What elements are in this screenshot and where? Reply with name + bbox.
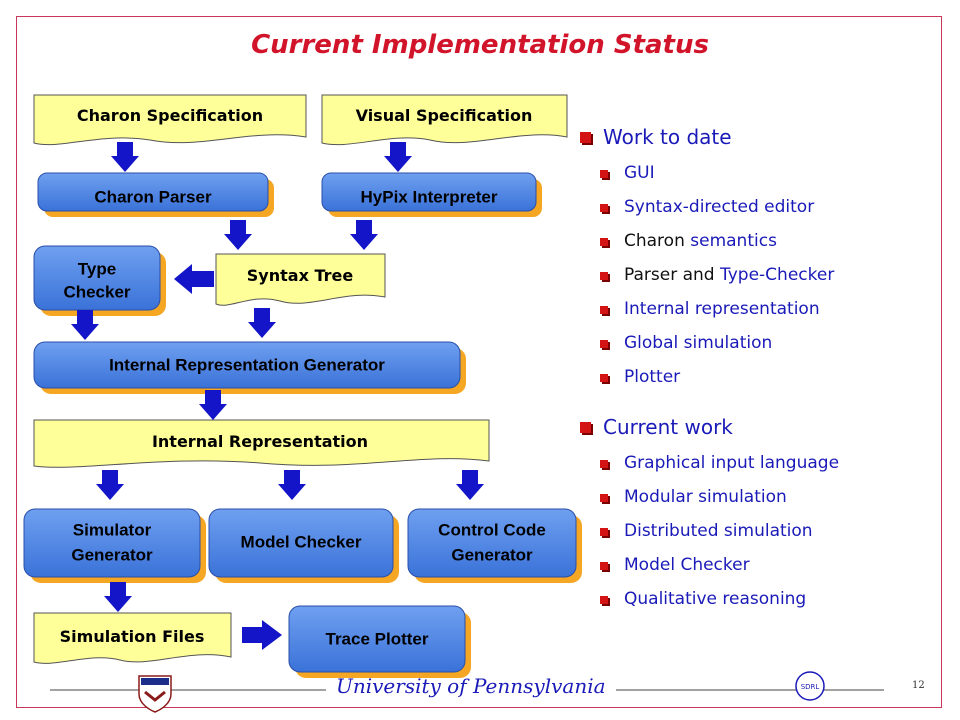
arrow-irgen-to-ir — [199, 390, 227, 420]
bullet-icon — [600, 596, 608, 604]
hypix-box: HyPix Interpreter — [321, 172, 542, 217]
list-item-text: Syntax-directed editor — [624, 197, 815, 217]
ccg-line2: Generator — [451, 545, 533, 564]
arrow-hypix-to-syntaxtree — [350, 220, 378, 250]
arrow-charonspec-to-parser — [111, 142, 139, 172]
arrow-visualspec-to-hypix — [384, 142, 412, 172]
charon-word: Charon — [624, 231, 685, 251]
list-item-plotter: Plotter — [580, 360, 950, 394]
arrow-ir-to-modelchecker — [278, 470, 306, 500]
bullet-icon — [600, 204, 608, 212]
control-code-generator-box: Control Code Generator — [407, 508, 582, 583]
charon-parser-box: Charon Parser — [37, 172, 274, 217]
work-to-date-label: Work to date — [603, 125, 732, 149]
arrow-simgen-to-simfiles — [104, 582, 132, 612]
sim-gen-line1: Simulator — [73, 520, 152, 539]
type-checker-box: Type Checker — [33, 245, 166, 316]
semantics-word: semantics — [684, 231, 777, 251]
work-to-date-heading: Work to date — [580, 118, 950, 156]
syntax-tree-doc: Syntax Tree — [215, 253, 386, 306]
list-item-modular: Modular simulation — [580, 480, 950, 514]
list-item-graphical: Graphical input language — [580, 446, 950, 480]
visual-spec-label: Visual Specification — [356, 106, 533, 125]
penn-shield-logo — [138, 675, 172, 713]
status-list: Work to date GUI Syntax-directed editor … — [580, 118, 950, 616]
current-work-heading: Current work — [580, 408, 950, 446]
ccg-line1: Control Code — [438, 520, 546, 539]
bullet-icon — [600, 494, 608, 502]
model-checker-label: Model Checker — [241, 532, 362, 551]
list-item-text: Global simulation — [624, 333, 773, 353]
hypix-label: HyPix Interpreter — [361, 187, 498, 206]
bullet-icon — [600, 374, 608, 382]
charon-spec-label: Charon Specification — [77, 106, 263, 125]
arrow-syntaxtree-to-irgen — [248, 308, 276, 338]
list-item-gui: GUI — [580, 156, 950, 190]
list-item-text: Distributed simulation — [624, 521, 813, 541]
sdrl-label: SDRL — [801, 683, 820, 691]
bullet-icon — [600, 460, 608, 468]
list-item-distributed: Distributed simulation — [580, 514, 950, 548]
bullet-icon — [600, 306, 608, 314]
arrow-syntaxtree-to-typechecker — [174, 264, 214, 294]
sim-files-label: Simulation Files — [60, 627, 205, 646]
typechecker-word: Type-Checker — [720, 265, 835, 285]
list-item-text: Qualitative reasoning — [624, 589, 807, 609]
internal-rep-doc: Internal Representation — [33, 419, 490, 468]
bullet-icon — [600, 340, 608, 348]
ir-generator-box: Internal Representation Generator — [33, 341, 466, 394]
bullet-icon — [600, 238, 608, 246]
list-item-parser-typechecker: Parser and Type-Checker — [580, 258, 950, 292]
and-word: and — [677, 265, 720, 285]
trace-plotter-label: Trace Plotter — [326, 629, 429, 648]
visual-spec-doc: Visual Specification — [321, 94, 568, 146]
bullet-icon — [600, 528, 608, 536]
list-item-text: Modular simulation — [624, 487, 787, 507]
type-checker-line1: Type — [78, 259, 116, 278]
parser-word: Parser — [624, 265, 678, 285]
ir-generator-label: Internal Representation Generator — [109, 355, 385, 374]
list-item-text: Internal representation — [624, 299, 820, 319]
arrow-simfiles-to-traceplotter — [242, 620, 282, 650]
footer-university: University of Pennsylvania — [336, 674, 606, 698]
page-number: 12 — [912, 680, 925, 691]
arrow-parser-to-syntaxtree — [224, 220, 252, 250]
sdrl-logo: SDRL — [795, 671, 825, 701]
list-item-charon-semantics: Charon semantics — [580, 224, 950, 258]
sim-gen-line2: Generator — [71, 545, 153, 564]
list-item-text: GUI — [624, 163, 655, 183]
bullet-icon — [580, 131, 591, 143]
current-work-label: Current work — [603, 415, 733, 439]
list-item-global-sim: Global simulation — [580, 326, 950, 360]
slide-title: Current Implementation Status — [251, 30, 709, 60]
type-checker-line2: Checker — [63, 282, 130, 301]
list-item-internal-rep: Internal representation — [580, 292, 950, 326]
arrow-ir-to-simgen — [96, 470, 124, 500]
slide-frame — [16, 16, 942, 708]
list-item-model-checker: Model Checker — [580, 548, 950, 582]
bullet-icon — [580, 421, 591, 433]
bullet-icon — [600, 272, 608, 280]
model-checker-box: Model Checker — [208, 508, 399, 583]
sim-files-doc: Simulation Files — [33, 612, 232, 664]
bullet-icon — [600, 170, 608, 178]
list-item-text: Graphical input language — [624, 453, 840, 473]
list-item-syntax-editor: Syntax-directed editor — [580, 190, 950, 224]
internal-rep-label: Internal Representation — [152, 432, 368, 451]
arrow-ir-to-ccg — [456, 470, 484, 500]
bullet-icon — [600, 562, 608, 570]
charon-parser-label: Charon Parser — [94, 187, 212, 206]
charon-spec-doc: Charon Specification — [33, 94, 307, 146]
list-item-qualitative: Qualitative reasoning — [580, 582, 950, 616]
list-item-text: Model Checker — [624, 555, 750, 575]
list-item-text: Plotter — [624, 367, 681, 387]
trace-plotter-box: Trace Plotter — [288, 605, 471, 678]
syntax-tree-label: Syntax Tree — [247, 266, 354, 285]
simulator-generator-box: Simulator Generator — [23, 508, 206, 583]
